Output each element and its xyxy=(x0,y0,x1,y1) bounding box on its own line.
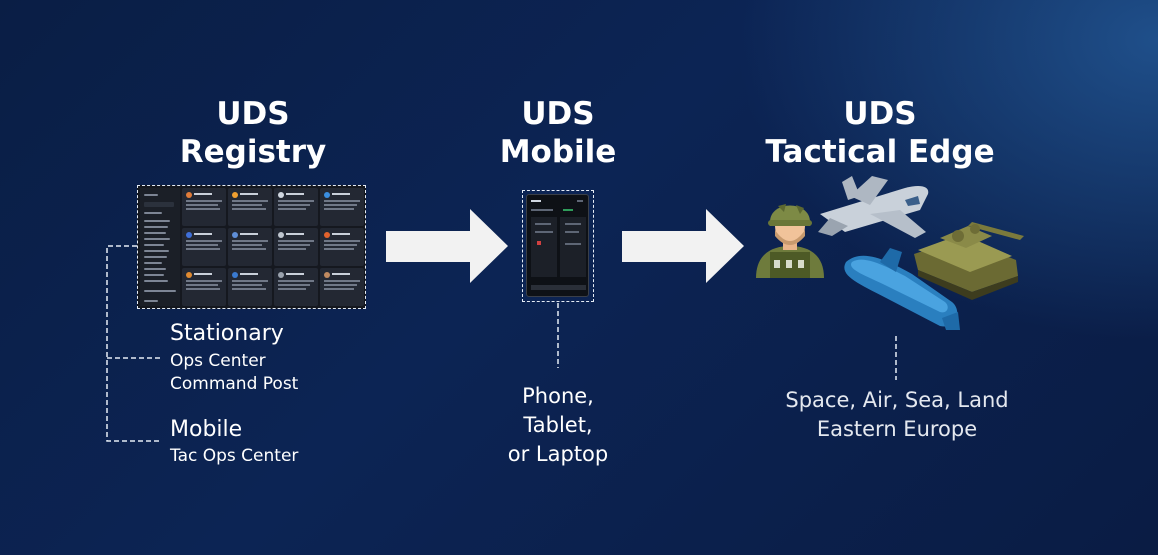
submarine-icon xyxy=(844,248,960,330)
registry-card xyxy=(228,228,272,266)
stationary-heading: Stationary xyxy=(170,321,284,346)
edge-domain-label-line: Space, Air, Sea, Land xyxy=(785,388,1009,412)
edge-title-line2: Tactical Edge xyxy=(765,134,995,170)
registry-card xyxy=(320,268,364,306)
registry-card xyxy=(320,188,364,226)
registry-card xyxy=(274,188,318,226)
stationary-item: Ops Center xyxy=(170,351,266,371)
registry-card xyxy=(182,188,226,226)
arrow-right-icon xyxy=(622,209,744,283)
edge-title: UDS Tactical Edge xyxy=(740,95,1020,171)
registry-title: UDS Registry xyxy=(143,95,363,171)
mobile-heading: Mobile xyxy=(170,417,243,442)
mobile-title-line2: Mobile xyxy=(499,134,617,170)
edge-title-line1: UDS xyxy=(843,96,917,132)
registry-card xyxy=(182,268,226,306)
registry-screenshot xyxy=(137,185,366,309)
registry-bracket-connector xyxy=(106,245,162,442)
registry-sidebar xyxy=(140,188,180,306)
edge-domain-label-line: Eastern Europe xyxy=(816,417,978,441)
mobile-device-label: Phone, Tablet, or Laptop xyxy=(478,382,638,469)
registry-card xyxy=(274,228,318,266)
arrow-right-icon xyxy=(386,209,508,283)
soldier-icon xyxy=(756,204,824,278)
registry-card xyxy=(228,268,272,306)
phone-body xyxy=(526,194,589,297)
registry-title-line2: Registry xyxy=(179,134,327,170)
registry-title-line1: UDS xyxy=(216,96,290,132)
registry-card xyxy=(228,188,272,226)
mobile-title: UDS Mobile xyxy=(488,95,628,171)
mobile-title-line1: UDS xyxy=(521,96,595,132)
mobile-item: Tac Ops Center xyxy=(170,446,299,466)
mobile-device-label-line: or Laptop xyxy=(507,442,609,466)
fighter-jet-icon xyxy=(818,176,929,238)
registry-card-grid xyxy=(182,188,364,306)
edge-domain-label: Space, Air, Sea, Land Eastern Europe xyxy=(757,386,1037,444)
stationary-item: Command Post xyxy=(170,374,299,394)
tank-icon xyxy=(914,222,1024,300)
registry-card xyxy=(274,268,318,306)
mobile-device-label-line: Tablet, xyxy=(523,413,593,437)
registry-card xyxy=(182,228,226,266)
mobile-device-screenshot xyxy=(522,190,594,302)
mobile-device-label-line: Phone, xyxy=(522,384,594,408)
registry-card xyxy=(320,228,364,266)
